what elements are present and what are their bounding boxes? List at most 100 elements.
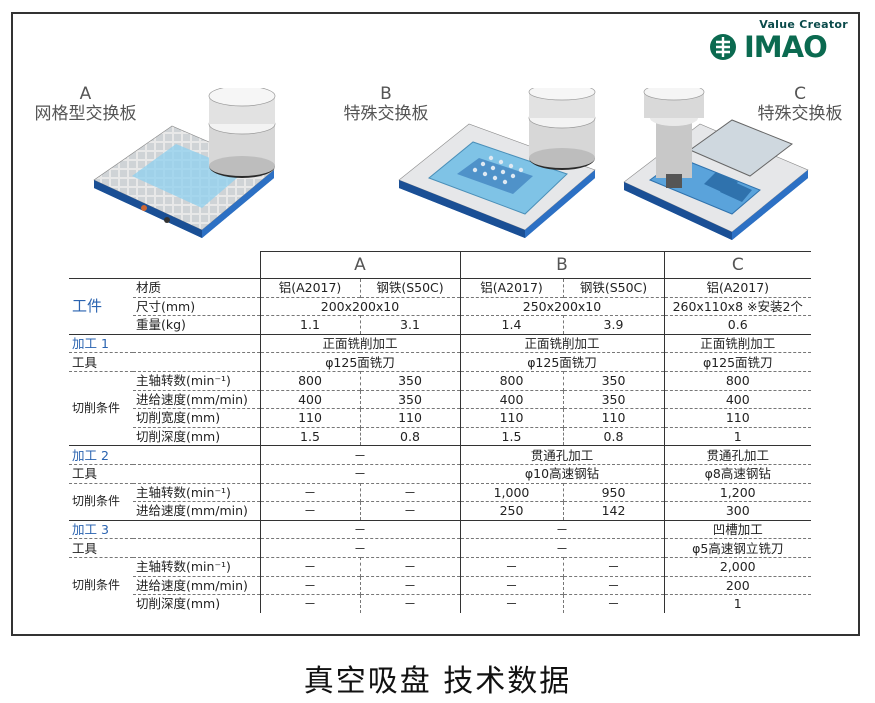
col-header-b: B xyxy=(460,251,665,279)
row-label: 主轴转数(min⁻¹) xyxy=(133,370,261,391)
cell: 正面铣削加工 xyxy=(460,333,665,353)
product-letter: A xyxy=(79,84,92,104)
cell: φ5高速钢立铣刀 xyxy=(664,538,811,558)
imao-logo: Value Creator IMAO xyxy=(708,18,848,66)
cell: 110 xyxy=(360,408,461,428)
cell: 凹槽加工 xyxy=(664,519,811,539)
cell: 800 xyxy=(460,370,564,391)
cell: － xyxy=(360,501,461,521)
table-row: 加工 1 正面铣削加工 正面铣削加工 正面铣削加工 xyxy=(69,333,811,353)
row-label: 主轴转数(min⁻¹) xyxy=(133,556,261,576)
row-label: 工具 xyxy=(69,463,261,484)
cell: 400 xyxy=(460,389,564,409)
product-label-c: C 特殊交换板 xyxy=(744,84,856,124)
spec-table: A B C 工件 材质 铝(A2017) 钢铁(S50C) 铝(A2017) 钢… xyxy=(69,251,811,613)
cell: － xyxy=(460,575,564,595)
cell: 正面铣削加工 xyxy=(664,333,811,353)
col-header-c: C xyxy=(664,251,811,279)
cell: 1 xyxy=(664,594,811,613)
cell: φ10高速钢钻 xyxy=(460,463,665,484)
table-row: 进给速度(mm/min) － － 250 142 300 xyxy=(69,501,811,521)
cell: － xyxy=(460,594,564,613)
product-label-b: B 特殊交换板 xyxy=(326,84,446,124)
cell: 贯通孔加工 xyxy=(460,445,665,465)
section-process-3: 加工 3 xyxy=(69,519,261,539)
cell: 铝(A2017) xyxy=(260,278,361,298)
cell: － xyxy=(260,463,461,484)
row-label: 进给速度(mm/min) xyxy=(133,501,261,521)
figure-caption: 真空吸盘 技术数据 xyxy=(303,664,572,699)
table-row: 切削条件 主轴转数(min⁻¹) － － － － 2,000 xyxy=(69,556,811,613)
product-letter: B xyxy=(380,84,392,104)
cell: 950 xyxy=(563,482,665,502)
product-name: 特殊交换板 xyxy=(343,104,429,124)
cell: 钢铁(S50C) xyxy=(360,278,461,298)
cell: － xyxy=(260,575,361,595)
cell: 正面铣削加工 xyxy=(260,333,461,353)
cell: － xyxy=(460,556,564,576)
row-label: 工具 xyxy=(69,352,261,372)
cell: － xyxy=(260,594,361,613)
cell: 1.5 xyxy=(460,426,564,446)
cell: 贯通孔加工 xyxy=(664,445,811,465)
brand-tagline: Value Creator xyxy=(759,18,848,31)
col-header-a: A xyxy=(260,251,461,279)
cell: 800 xyxy=(260,370,361,391)
row-label: 切削深度(mm) xyxy=(133,594,261,613)
cell: 3.1 xyxy=(360,315,461,335)
cell: 0.6 xyxy=(664,315,811,335)
cell: － xyxy=(563,594,665,613)
cell: 110 xyxy=(664,408,811,428)
table-row: 加工 2 － 贯通孔加工 贯通孔加工 xyxy=(69,445,811,465)
cell: 400 xyxy=(664,389,811,409)
cell: 200 xyxy=(664,575,811,595)
table-row: 切削深度(mm) 1.5 0.8 1.5 0.8 1 xyxy=(69,426,811,446)
cell: 260x110x8 ※安装2个 xyxy=(664,296,811,316)
cell: 250x200x10 xyxy=(460,296,665,316)
table-row: 工具 － φ10高速钢钻 φ8高速钢钻 xyxy=(69,463,811,484)
table-row: 重量(kg) 1.1 3.1 1.4 3.9 0.6 xyxy=(69,315,811,335)
table-row: 工具 － － φ5高速钢立铣刀 xyxy=(69,538,811,558)
section-workpiece: 工件 xyxy=(69,278,133,335)
cell: 110 xyxy=(260,408,361,428)
brand-name: IMAO xyxy=(744,30,828,64)
product-label-a: A 网格型交换板 xyxy=(18,84,153,124)
cell: 400 xyxy=(260,389,361,409)
cell: 钢铁(S50C) xyxy=(563,278,665,298)
cell: 1.4 xyxy=(460,315,564,335)
cell: 800 xyxy=(664,370,811,391)
grid-plate-illustration xyxy=(93,88,276,238)
cell: 铝(A2017) xyxy=(664,278,811,298)
cell: 110 xyxy=(563,408,665,428)
cell: － xyxy=(360,575,461,595)
row-label: 主轴转数(min⁻¹) xyxy=(133,482,261,502)
table-row: 切削深度(mm) － － － － 1 xyxy=(69,594,811,613)
cell: － xyxy=(260,556,361,576)
cell: － xyxy=(360,556,461,576)
row-label: 重量(kg) xyxy=(133,315,261,335)
special-plate-c-illustration xyxy=(623,88,809,240)
row-label: 切削宽度(mm) xyxy=(133,408,261,428)
cell: φ125面铣刀 xyxy=(460,352,665,372)
cell: － xyxy=(563,575,665,595)
cell: φ125面铣刀 xyxy=(260,352,461,372)
row-label: 尺寸(mm) xyxy=(133,296,261,316)
cell: － xyxy=(460,519,665,539)
section-process-2: 加工 2 xyxy=(69,445,261,465)
cell: 350 xyxy=(563,389,665,409)
cell: 0.8 xyxy=(563,426,665,446)
table-row: 切削条件 主轴转数(min⁻¹) － － 1,000 950 1,200 xyxy=(69,482,811,521)
product-name: 网格型交换板 xyxy=(34,104,137,124)
table-row: 切削条件 主轴转数(min⁻¹) 800 350 800 350 800 xyxy=(69,370,811,446)
cell: － xyxy=(260,501,361,521)
cell: － xyxy=(360,482,461,502)
cell: 1 xyxy=(664,426,811,446)
cell: 350 xyxy=(360,389,461,409)
row-label: 进给速度(mm/min) xyxy=(133,389,261,409)
cell: － xyxy=(260,519,461,539)
row-label: 切削深度(mm) xyxy=(133,426,261,446)
cell: － xyxy=(460,538,665,558)
cell: 3.9 xyxy=(563,315,665,335)
table-row: 进给速度(mm/min) 400 350 400 350 400 xyxy=(69,389,811,409)
cell: 142 xyxy=(563,501,665,521)
